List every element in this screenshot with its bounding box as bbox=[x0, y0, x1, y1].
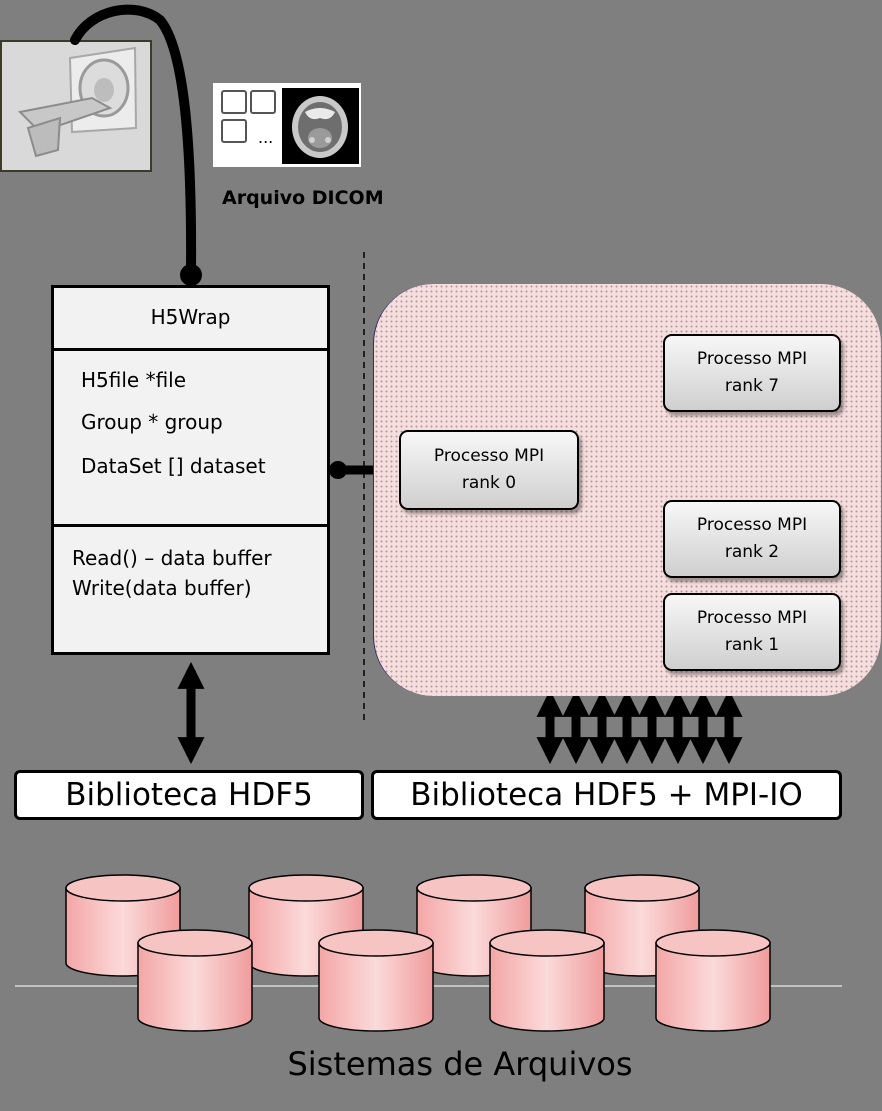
attribute-file: H5file *file bbox=[81, 368, 187, 392]
mpi-process-rank2: Processo MPI rank 2 bbox=[663, 500, 841, 578]
process-name: Processo MPI bbox=[696, 515, 808, 535]
attribute-dataset: DataSet [] dataset bbox=[81, 454, 266, 478]
method-write: Write(data buffer) bbox=[72, 576, 252, 600]
dicom-thumbnail bbox=[213, 83, 361, 167]
storage-disks bbox=[15, 874, 842, 1032]
mpi-io-double-arrows bbox=[536, 689, 743, 765]
process-name: Processo MPI bbox=[696, 608, 808, 628]
h5wrap-connector-end bbox=[180, 264, 202, 286]
h5wrap-class-box: H5Wrap H5file *file Group * group DataSe… bbox=[51, 285, 330, 655]
class-divider bbox=[54, 524, 327, 527]
h5wrap-title: H5Wrap bbox=[150, 305, 231, 329]
disk-icon bbox=[137, 929, 253, 1032]
mpi-process-rank1: Processo MPI rank 1 bbox=[663, 593, 841, 671]
file-systems-label: Sistemas de Arquivos bbox=[287, 1045, 633, 1083]
class-divider bbox=[54, 348, 327, 351]
process-rank: rank 7 bbox=[724, 376, 780, 396]
disk-icon bbox=[655, 929, 771, 1032]
process-rank: rank 2 bbox=[724, 542, 780, 562]
method-read: Read() – data buffer bbox=[72, 546, 272, 570]
process-rank: rank 0 bbox=[461, 473, 517, 493]
disk-icon bbox=[318, 929, 434, 1032]
process-name: Processo MPI bbox=[696, 349, 808, 369]
process-name: Processo MPI bbox=[433, 446, 545, 466]
disk-icon bbox=[489, 929, 605, 1032]
process-rank: rank 1 bbox=[724, 635, 780, 655]
mpi-process-rank7: Processo MPI rank 7 bbox=[663, 334, 841, 412]
mpi-process-rank0: Processo MPI rank 0 bbox=[399, 430, 579, 510]
thumbnail-ellipsis: ... bbox=[258, 128, 273, 147]
dicom-file-label: Arquivo DICOM bbox=[222, 187, 384, 209]
scanner-to-h5wrap-connector bbox=[70, 4, 197, 277]
attribute-group: Group * group bbox=[81, 410, 223, 434]
hdf5-library-box: Biblioteca HDF5 bbox=[14, 770, 364, 820]
ct-scanner-image bbox=[0, 40, 152, 172]
hdf5-mpiio-library-box: Biblioteca HDF5 + MPI-IO bbox=[371, 770, 842, 820]
